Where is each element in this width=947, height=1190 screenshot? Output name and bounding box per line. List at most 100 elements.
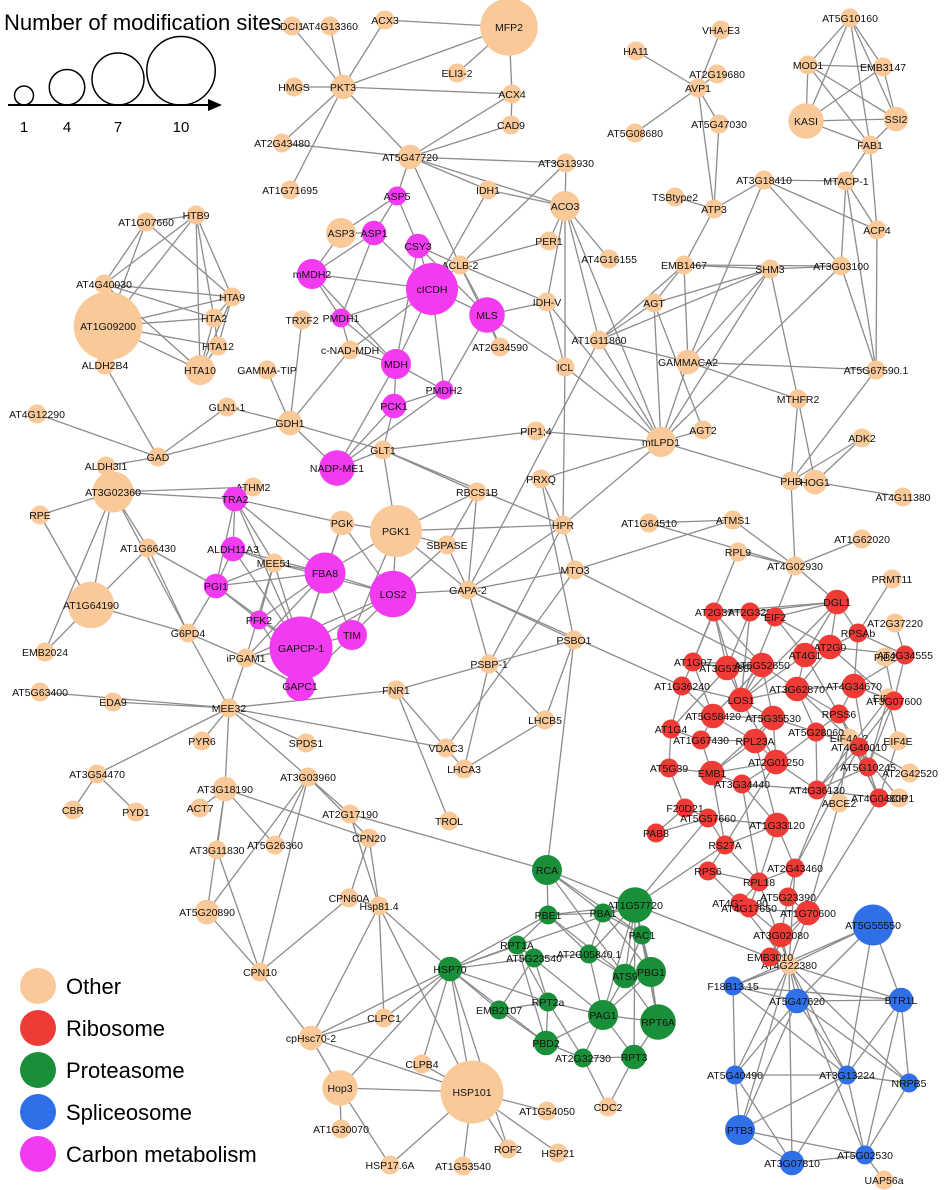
- edge: [378, 905, 385, 1019]
- node-circle: [848, 623, 868, 643]
- node-hta9: HTA9: [219, 287, 245, 307]
- edge: [794, 746, 860, 869]
- node-cpn20: CPN20: [352, 828, 386, 848]
- edge: [763, 179, 878, 231]
- node-label: AT5G20890: [179, 907, 235, 919]
- node-circle: [659, 758, 679, 778]
- edge: [463, 719, 546, 770]
- node-label: AT5G10160: [822, 13, 878, 25]
- node-trol: TROL: [435, 811, 463, 831]
- edge: [741, 783, 760, 883]
- node-pgi1: PGI1: [203, 573, 229, 599]
- edge: [788, 964, 848, 1076]
- node-label: GDH1: [275, 418, 304, 430]
- edge: [807, 17, 851, 66]
- edge: [564, 205, 600, 341]
- node-label: AGT: [643, 298, 665, 310]
- node-label: PSBP-1: [470, 659, 508, 671]
- node-circle: [714, 655, 740, 681]
- node-eda9: EDA9: [99, 692, 127, 712]
- node-spds1: SPDS1: [289, 733, 323, 753]
- node-at4g17650: AT4G17650: [721, 898, 777, 918]
- edge: [546, 205, 566, 303]
- edge: [846, 999, 902, 1076]
- node-circle: [852, 529, 872, 549]
- node-at5g08680: AT5G08680: [607, 123, 663, 143]
- legend-label: Other: [66, 974, 121, 999]
- node-label: ABCE2: [822, 798, 857, 810]
- node-circle: [359, 828, 379, 848]
- node-circle: [480, 0, 538, 56]
- node-label: RPT6A: [641, 1017, 675, 1029]
- edge: [291, 25, 344, 88]
- node-label: RPL9: [725, 547, 751, 559]
- edge: [807, 64, 897, 120]
- node-label: AT3G02080: [753, 930, 809, 942]
- node-circle: [707, 64, 727, 84]
- node-label: HA11: [623, 46, 649, 58]
- node-hmgs: HMGS: [278, 77, 310, 97]
- edge: [864, 999, 902, 1156]
- node-label: AT5G08680: [607, 128, 663, 140]
- legend-swatch: [20, 1094, 56, 1130]
- node-circle: [217, 397, 237, 417]
- node-circle: [599, 249, 619, 269]
- node-label: AT5G10245: [840, 762, 896, 774]
- node-circle: [858, 757, 878, 777]
- node-circle: [192, 731, 212, 751]
- node-circle: [704, 602, 724, 622]
- edge: [103, 221, 147, 285]
- edge: [395, 663, 490, 691]
- size-legend-circle: [48, 68, 86, 106]
- node-circle: [331, 308, 351, 328]
- node-label: RPE: [29, 510, 51, 522]
- node-at5g23390: AT5G23390: [760, 887, 816, 907]
- node-circle: [698, 808, 718, 828]
- node-label: Hop3: [327, 1083, 352, 1095]
- edge: [289, 422, 384, 451]
- size-legend-title: Number of modification sites: [4, 10, 282, 35]
- legend-swatch: [20, 1136, 56, 1172]
- node-clpb4: CLPB4: [405, 1054, 439, 1074]
- node-circle: [867, 220, 887, 240]
- node-label: AT2G17190: [322, 809, 378, 821]
- node-label: AT1G54050: [519, 1106, 575, 1118]
- edge: [732, 985, 848, 1076]
- node-gamma-tip: GAMMA-TIP: [237, 360, 297, 380]
- node-circle: [538, 905, 558, 925]
- node-circle: [873, 57, 893, 77]
- node-label: AT4G40030: [76, 279, 132, 291]
- node-label: AT4G12290: [9, 409, 65, 421]
- edge: [409, 156, 461, 266]
- edge: [634, 844, 726, 906]
- edge: [544, 639, 575, 721]
- node-hta10: HTA10: [184, 355, 216, 385]
- edge: [864, 1082, 910, 1156]
- edge: [807, 802, 840, 914]
- node-label: ATMS1: [716, 515, 750, 527]
- node-label: IDH-V: [533, 297, 562, 309]
- legend-item-carbon: Carbon metabolism: [20, 1136, 257, 1172]
- edge: [488, 663, 546, 721]
- node-label: AT5G39: [650, 763, 688, 775]
- edge: [339, 968, 451, 1089]
- edge: [336, 389, 445, 469]
- node-dci1: DCI1: [280, 16, 304, 36]
- node-label: FBA8: [312, 568, 338, 580]
- node-circle: [553, 515, 573, 535]
- node-label: RPSS6: [822, 709, 857, 721]
- edge: [840, 265, 877, 371]
- node-at1g54050: AT1G54050: [519, 1101, 575, 1121]
- node-label: AT3G03100: [813, 261, 869, 273]
- node-pac1: PAC1: [629, 925, 655, 945]
- node-circle: [136, 212, 156, 232]
- node-label: AT1G64510: [621, 518, 677, 530]
- edge: [769, 268, 799, 400]
- node-circle: [250, 962, 270, 982]
- node-label: HSP70: [433, 964, 466, 976]
- node-circle: [95, 355, 115, 375]
- edge: [224, 788, 276, 846]
- node-pab8: PAB8: [643, 823, 669, 843]
- node-label: iPGAM1: [226, 653, 265, 665]
- node-circle: [715, 835, 735, 855]
